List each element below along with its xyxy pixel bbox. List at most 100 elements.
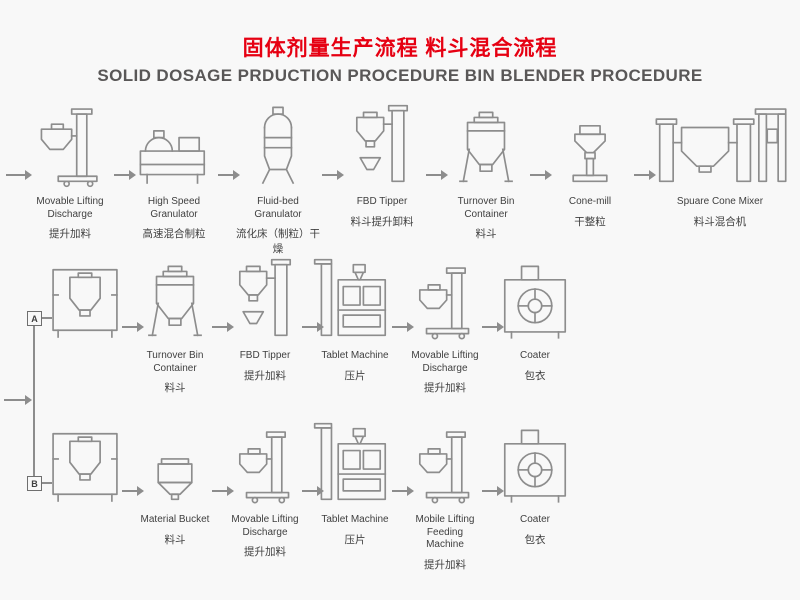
- station-label-cn: 料斗提升卸料: [350, 215, 414, 228]
- movable-lifting-discharge-icon: [238, 431, 290, 504]
- flow-arrow: [302, 322, 324, 332]
- equipment-drawing: [133, 418, 217, 506]
- page-title-english: SOLID DOSAGE PRDUCTION PROCEDURE BIN BLE…: [97, 66, 703, 85]
- equipment-drawing: [403, 254, 487, 342]
- station-label-en: Mobile Lifting Feeding Machine: [415, 514, 475, 550]
- flow-arrow: [114, 170, 136, 180]
- equipment-drawing: [236, 100, 320, 188]
- equipment-drawing: [223, 254, 307, 342]
- station-high-speed-granulator: High Speed Granulator 高速混合制粒: [130, 100, 218, 241]
- coater-icon: [503, 265, 567, 339]
- station-movable-lifting-discharge: Movable Lifting Discharge 提升加料: [408, 254, 482, 395]
- station-label-en: Tablet Machine: [321, 514, 389, 525]
- flow-arrow: [392, 486, 414, 496]
- station-label-cn: 料斗: [475, 228, 497, 240]
- movable-lifting-discharge-icon: [40, 108, 98, 188]
- flow-arrow: [530, 170, 552, 180]
- station-coater: Coater 包衣: [498, 254, 572, 383]
- flow-arrow: [322, 170, 344, 180]
- coater-icon: [503, 429, 567, 503]
- framed-bin-icon: [52, 268, 118, 338]
- tablet-machine-icon: [313, 258, 387, 337]
- material-bucket-icon: [157, 458, 193, 501]
- station-label-en: Turnover Bin Container: [457, 196, 515, 220]
- flow-arrow: [392, 322, 414, 332]
- equipment-drawing: [340, 100, 424, 188]
- station-label-en: High Speed Granulator: [147, 196, 201, 220]
- station-label-en: Coater: [519, 514, 550, 525]
- station-label-cn: 提升加料: [424, 558, 466, 571]
- station-tablet-machine: Tablet Machine 压片: [313, 254, 392, 383]
- station-label-cn: 流化床（制粒）干燥: [236, 228, 320, 255]
- station-label-cn: 料斗: [164, 533, 186, 546]
- square-cone-mixer-icon: [655, 108, 787, 183]
- branch-entry-arrow: [4, 395, 32, 405]
- equipment-drawing: [548, 100, 632, 188]
- flow-arrow: [482, 486, 504, 496]
- fbd-tipper-icon: [238, 258, 292, 337]
- equipment-drawing: [493, 418, 577, 506]
- process-row-branch-a: Turnover Bin Container 料斗 FBD Tipper 提升加…: [48, 254, 572, 395]
- equipment-drawing: [132, 100, 216, 188]
- station-label-cn: 压片: [344, 369, 366, 382]
- equipment-drawing: [223, 418, 307, 506]
- fbd-tipper-icon: [355, 104, 409, 183]
- flow-arrow: [302, 486, 324, 496]
- flow-arrow: [122, 486, 144, 496]
- station-label-cn: 料斗混合机: [693, 215, 747, 228]
- branch-a-label: A: [27, 311, 42, 326]
- fluid-bed-granulator-icon: [262, 106, 294, 184]
- station-label-en: FBD Tipper: [356, 196, 408, 207]
- station-fbd-tipper: FBD Tipper 料斗提升卸料: [338, 100, 426, 229]
- station-turnover-bin-container: Turnover Bin Container 料斗: [138, 254, 212, 395]
- process-row-branch-b: Material Bucket 料斗 Movable Lifting Disch…: [48, 418, 572, 572]
- branch-a-stub-line: [40, 317, 52, 319]
- flow-arrow: [212, 486, 234, 496]
- station-fluid-bed-granulator: Fluid-bed Granulator 流化床（制粒）干燥: [234, 100, 322, 256]
- station-label-cn: 包衣: [524, 533, 546, 546]
- mobile-lifting-feeding-machine-icon: [418, 431, 470, 504]
- station-label-cn: 干整粒: [574, 215, 606, 228]
- equipment-drawing: [133, 254, 217, 342]
- station-label-cn: 提升加料: [49, 228, 91, 240]
- high-speed-granulator-icon: [139, 130, 206, 184]
- branch-connector-line: [33, 324, 35, 477]
- branch-b-stub-line: [40, 482, 52, 484]
- framed-bin-icon: [52, 432, 118, 502]
- turnover-bin-container-icon: [459, 111, 513, 183]
- page-title-chinese: 固体剂量生产流程 料斗混合流程: [242, 37, 558, 60]
- flow-arrow: [482, 322, 504, 332]
- station-label-cn: 提升加料: [244, 369, 286, 382]
- equipment-drawing: [313, 418, 397, 506]
- station-label-en: Movable Lifting Discharge: [411, 350, 479, 374]
- station-label-cn: 提升加料: [424, 382, 466, 394]
- equipment-drawing: [493, 254, 577, 342]
- station-material-bucket: Material Bucket 料斗: [138, 418, 212, 547]
- station-label-en: Tablet Machine: [321, 350, 389, 361]
- equipment-drawing: [43, 418, 127, 506]
- tablet-machine-icon: [313, 422, 387, 501]
- station-label-en: Coater: [519, 350, 550, 361]
- station-movable-lifting-discharge: Movable Lifting Discharge 提升加料: [228, 418, 302, 559]
- station-mobile-lifting-feeding-machine: Mobile Lifting Feeding Machine 提升加料: [408, 418, 482, 572]
- flow-arrow: [122, 322, 144, 332]
- equipment-drawing: [444, 100, 528, 188]
- station-fbd-tipper: FBD Tipper 提升加料: [228, 254, 302, 383]
- equipment-drawing: [403, 418, 487, 506]
- station-bin-frame: [48, 254, 122, 342]
- station-coater: Coater 包衣: [498, 418, 572, 547]
- flow-arrow: [212, 322, 234, 332]
- station-label-en: Fluid-bed Granulator: [254, 196, 302, 220]
- equipment-drawing: [43, 254, 127, 342]
- station-label-en: Material Bucket: [140, 514, 210, 525]
- cone-mill-icon: [572, 124, 608, 183]
- station-label-en: Movable Lifting Discharge: [36, 196, 104, 220]
- station-label-cn: 包衣: [524, 369, 546, 382]
- turnover-bin-container-icon: [148, 265, 202, 337]
- flow-arrow: [426, 170, 448, 180]
- station-label-en: Cone-mill: [568, 196, 612, 207]
- station-label-cn: 高速混合制粒: [142, 228, 206, 240]
- station-label-en: Turnover Bin Container: [146, 350, 204, 374]
- station-label-en: Movable Lifting Discharge: [231, 514, 299, 538]
